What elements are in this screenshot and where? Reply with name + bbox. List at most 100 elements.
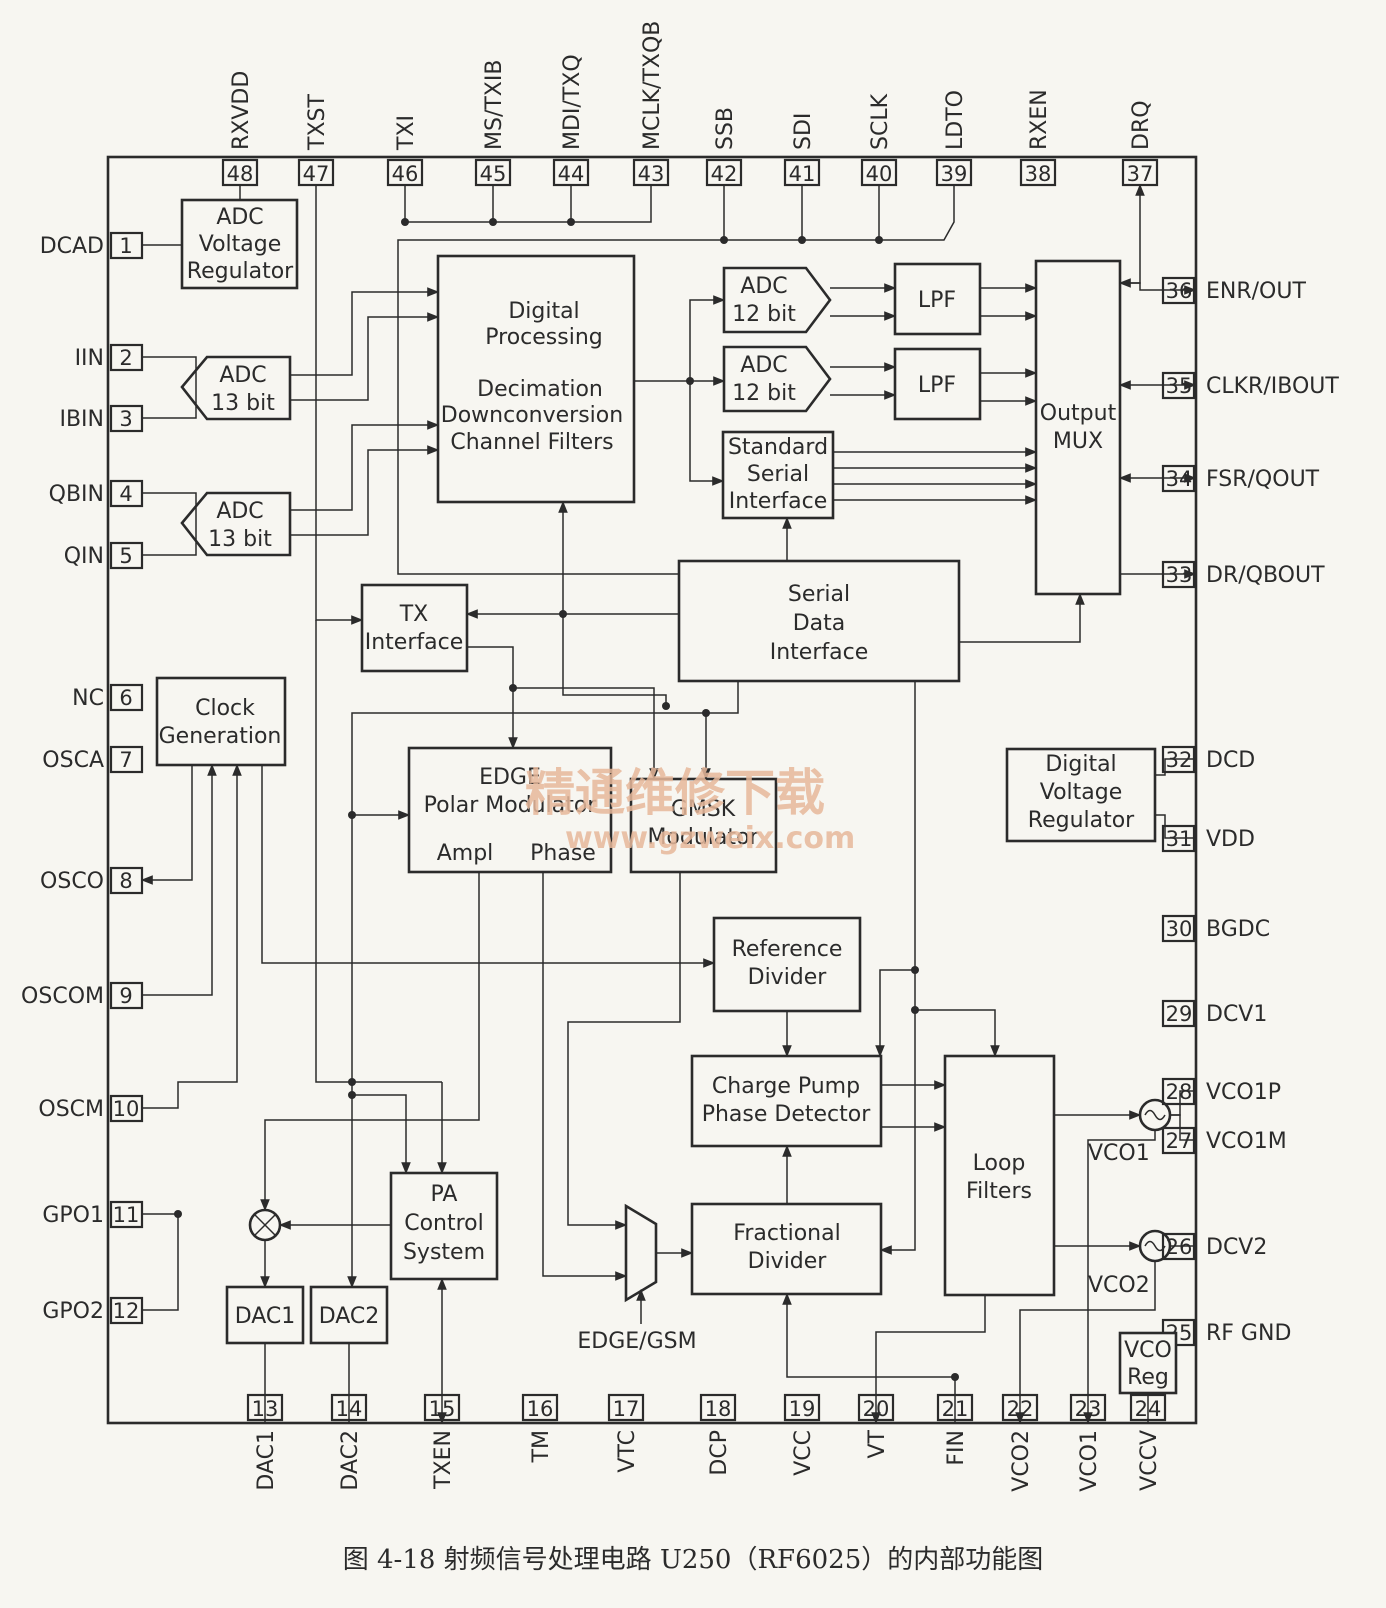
svg-text:Filters: Filters (966, 1179, 1032, 1204)
svg-text:NC: NC (72, 686, 104, 711)
svg-text:36: 36 (1166, 279, 1193, 303)
pin-33-dr-qbout: 33 DR/QBOUT (1161, 560, 1325, 589)
svg-text:QBIN: QBIN (49, 482, 104, 507)
svg-text:Digital: Digital (508, 299, 579, 324)
tx-interface: TX Interface (360, 583, 469, 673)
svg-text:TXEN: TXEN (431, 1430, 456, 1490)
svg-text:Reg: Reg (1127, 1365, 1169, 1390)
svg-text:SSB: SSB (713, 107, 738, 150)
svg-text:ADC: ADC (740, 274, 787, 299)
svg-text:Generation: Generation (159, 724, 282, 749)
digital-processing-block: Digital Processing Decimation Downconver… (436, 254, 636, 504)
svg-text:OSCOM: OSCOM (21, 984, 104, 1009)
svg-text:SCLK: SCLK (868, 93, 893, 150)
svg-text:OSCO: OSCO (40, 869, 104, 894)
svg-text:GMSK: GMSK (671, 797, 736, 822)
svg-text:VCO: VCO (1124, 1338, 1172, 1363)
pin-38-rxen: 38 RXEN (1019, 89, 1057, 187)
svg-text:33: 33 (1166, 563, 1193, 587)
svg-text:VCO1: VCO1 (1077, 1430, 1102, 1492)
svg-text:34: 34 (1166, 467, 1193, 491)
adc-12bit-b: ADC 12 bit (722, 345, 832, 413)
lpf-a: LPF (893, 262, 982, 336)
edge-gsm-label: EDGE/GSM (577, 1329, 696, 1354)
dac1-block: DAC1 (225, 1285, 305, 1345)
svg-text:OSCM: OSCM (38, 1097, 104, 1122)
svg-text:DR/QBOUT: DR/QBOUT (1206, 563, 1325, 588)
svg-text:VCO1M: VCO1M (1206, 1129, 1287, 1154)
svg-text:Interface: Interface (365, 630, 464, 655)
svg-text:41: 41 (789, 162, 816, 186)
vco1-oscillator-icon (1138, 1098, 1172, 1132)
svg-text:OSCA: OSCA (42, 748, 104, 773)
svg-text:28: 28 (1166, 1080, 1193, 1104)
edge-polar-modulator: EDGE Polar Modulator Ampl Phase (407, 746, 613, 874)
svg-text:8: 8 (119, 869, 132, 893)
svg-text:6: 6 (119, 686, 132, 710)
output-mux: Output MUX (1034, 259, 1122, 596)
svg-text:Reference: Reference (732, 937, 843, 962)
svg-text:DAC1: DAC1 (254, 1430, 279, 1491)
svg-text:RF GND: RF GND (1206, 1321, 1291, 1346)
svg-text:Phase Detector: Phase Detector (702, 1102, 872, 1127)
vco2-label: VCO2 (1088, 1273, 1150, 1298)
svg-text:MDI/TXQ: MDI/TXQ (560, 54, 585, 150)
svg-text:38: 38 (1025, 162, 1052, 186)
dac2-block: DAC2 (309, 1285, 389, 1345)
svg-text:TM: TM (529, 1430, 554, 1463)
adc-13bit-q: ADC 13 bit (180, 491, 292, 557)
svg-text:47: 47 (303, 162, 330, 186)
svg-text:Divider: Divider (748, 1249, 828, 1274)
svg-text:42: 42 (711, 162, 738, 186)
svg-text:Decimation: Decimation (477, 377, 603, 402)
svg-text:Serial: Serial (788, 582, 850, 607)
loop-filters: Loop Filters (943, 1054, 1056, 1297)
svg-text:DCP: DCP (707, 1430, 732, 1476)
charge-pump-phase-detector: Charge Pump Phase Detector (690, 1054, 883, 1148)
svg-text:ADC: ADC (219, 363, 266, 388)
fractional-divider: Fractional Divider (690, 1202, 883, 1296)
svg-text:ADC: ADC (216, 499, 263, 524)
mixer-icon (248, 1208, 282, 1242)
svg-text:Digital: Digital (1045, 752, 1116, 777)
svg-text:1: 1 (119, 234, 132, 258)
svg-text:30: 30 (1166, 917, 1193, 941)
svg-text:DCV1: DCV1 (1206, 1002, 1267, 1027)
svg-text:VT: VT (865, 1429, 890, 1458)
svg-text:Charge Pump: Charge Pump (712, 1074, 860, 1099)
svg-text:Modulator: Modulator (647, 825, 759, 850)
svg-text:VCO1P: VCO1P (1206, 1080, 1281, 1105)
svg-text:RXEN: RXEN (1027, 89, 1052, 150)
svg-text:LPF: LPF (918, 288, 956, 313)
svg-text:12 bit: 12 bit (732, 381, 796, 406)
svg-text:System: System (403, 1240, 485, 1265)
serial-data-interface: Serial Data Interface (677, 559, 961, 683)
svg-text:27: 27 (1166, 1129, 1193, 1153)
svg-text:44: 44 (558, 162, 585, 186)
pin-8-osco: 8 OSCO (40, 866, 144, 895)
svg-text:17: 17 (613, 1397, 640, 1421)
signal-wires (140, 183, 1197, 1425)
svg-text:MS/TXIB: MS/TXIB (482, 60, 507, 150)
svg-text:Output: Output (1040, 401, 1117, 426)
svg-text:ADC: ADC (216, 205, 263, 230)
pin-6-nc: 6 NC (72, 683, 144, 712)
svg-text:MUX: MUX (1053, 429, 1103, 454)
svg-text:BGDC: BGDC (1206, 917, 1270, 942)
svg-text:CLKR/IBOUT: CLKR/IBOUT (1206, 374, 1339, 399)
svg-text:DAC2: DAC2 (319, 1304, 380, 1329)
svg-text:Serial: Serial (747, 462, 809, 487)
svg-text:EDGE: EDGE (479, 765, 541, 790)
